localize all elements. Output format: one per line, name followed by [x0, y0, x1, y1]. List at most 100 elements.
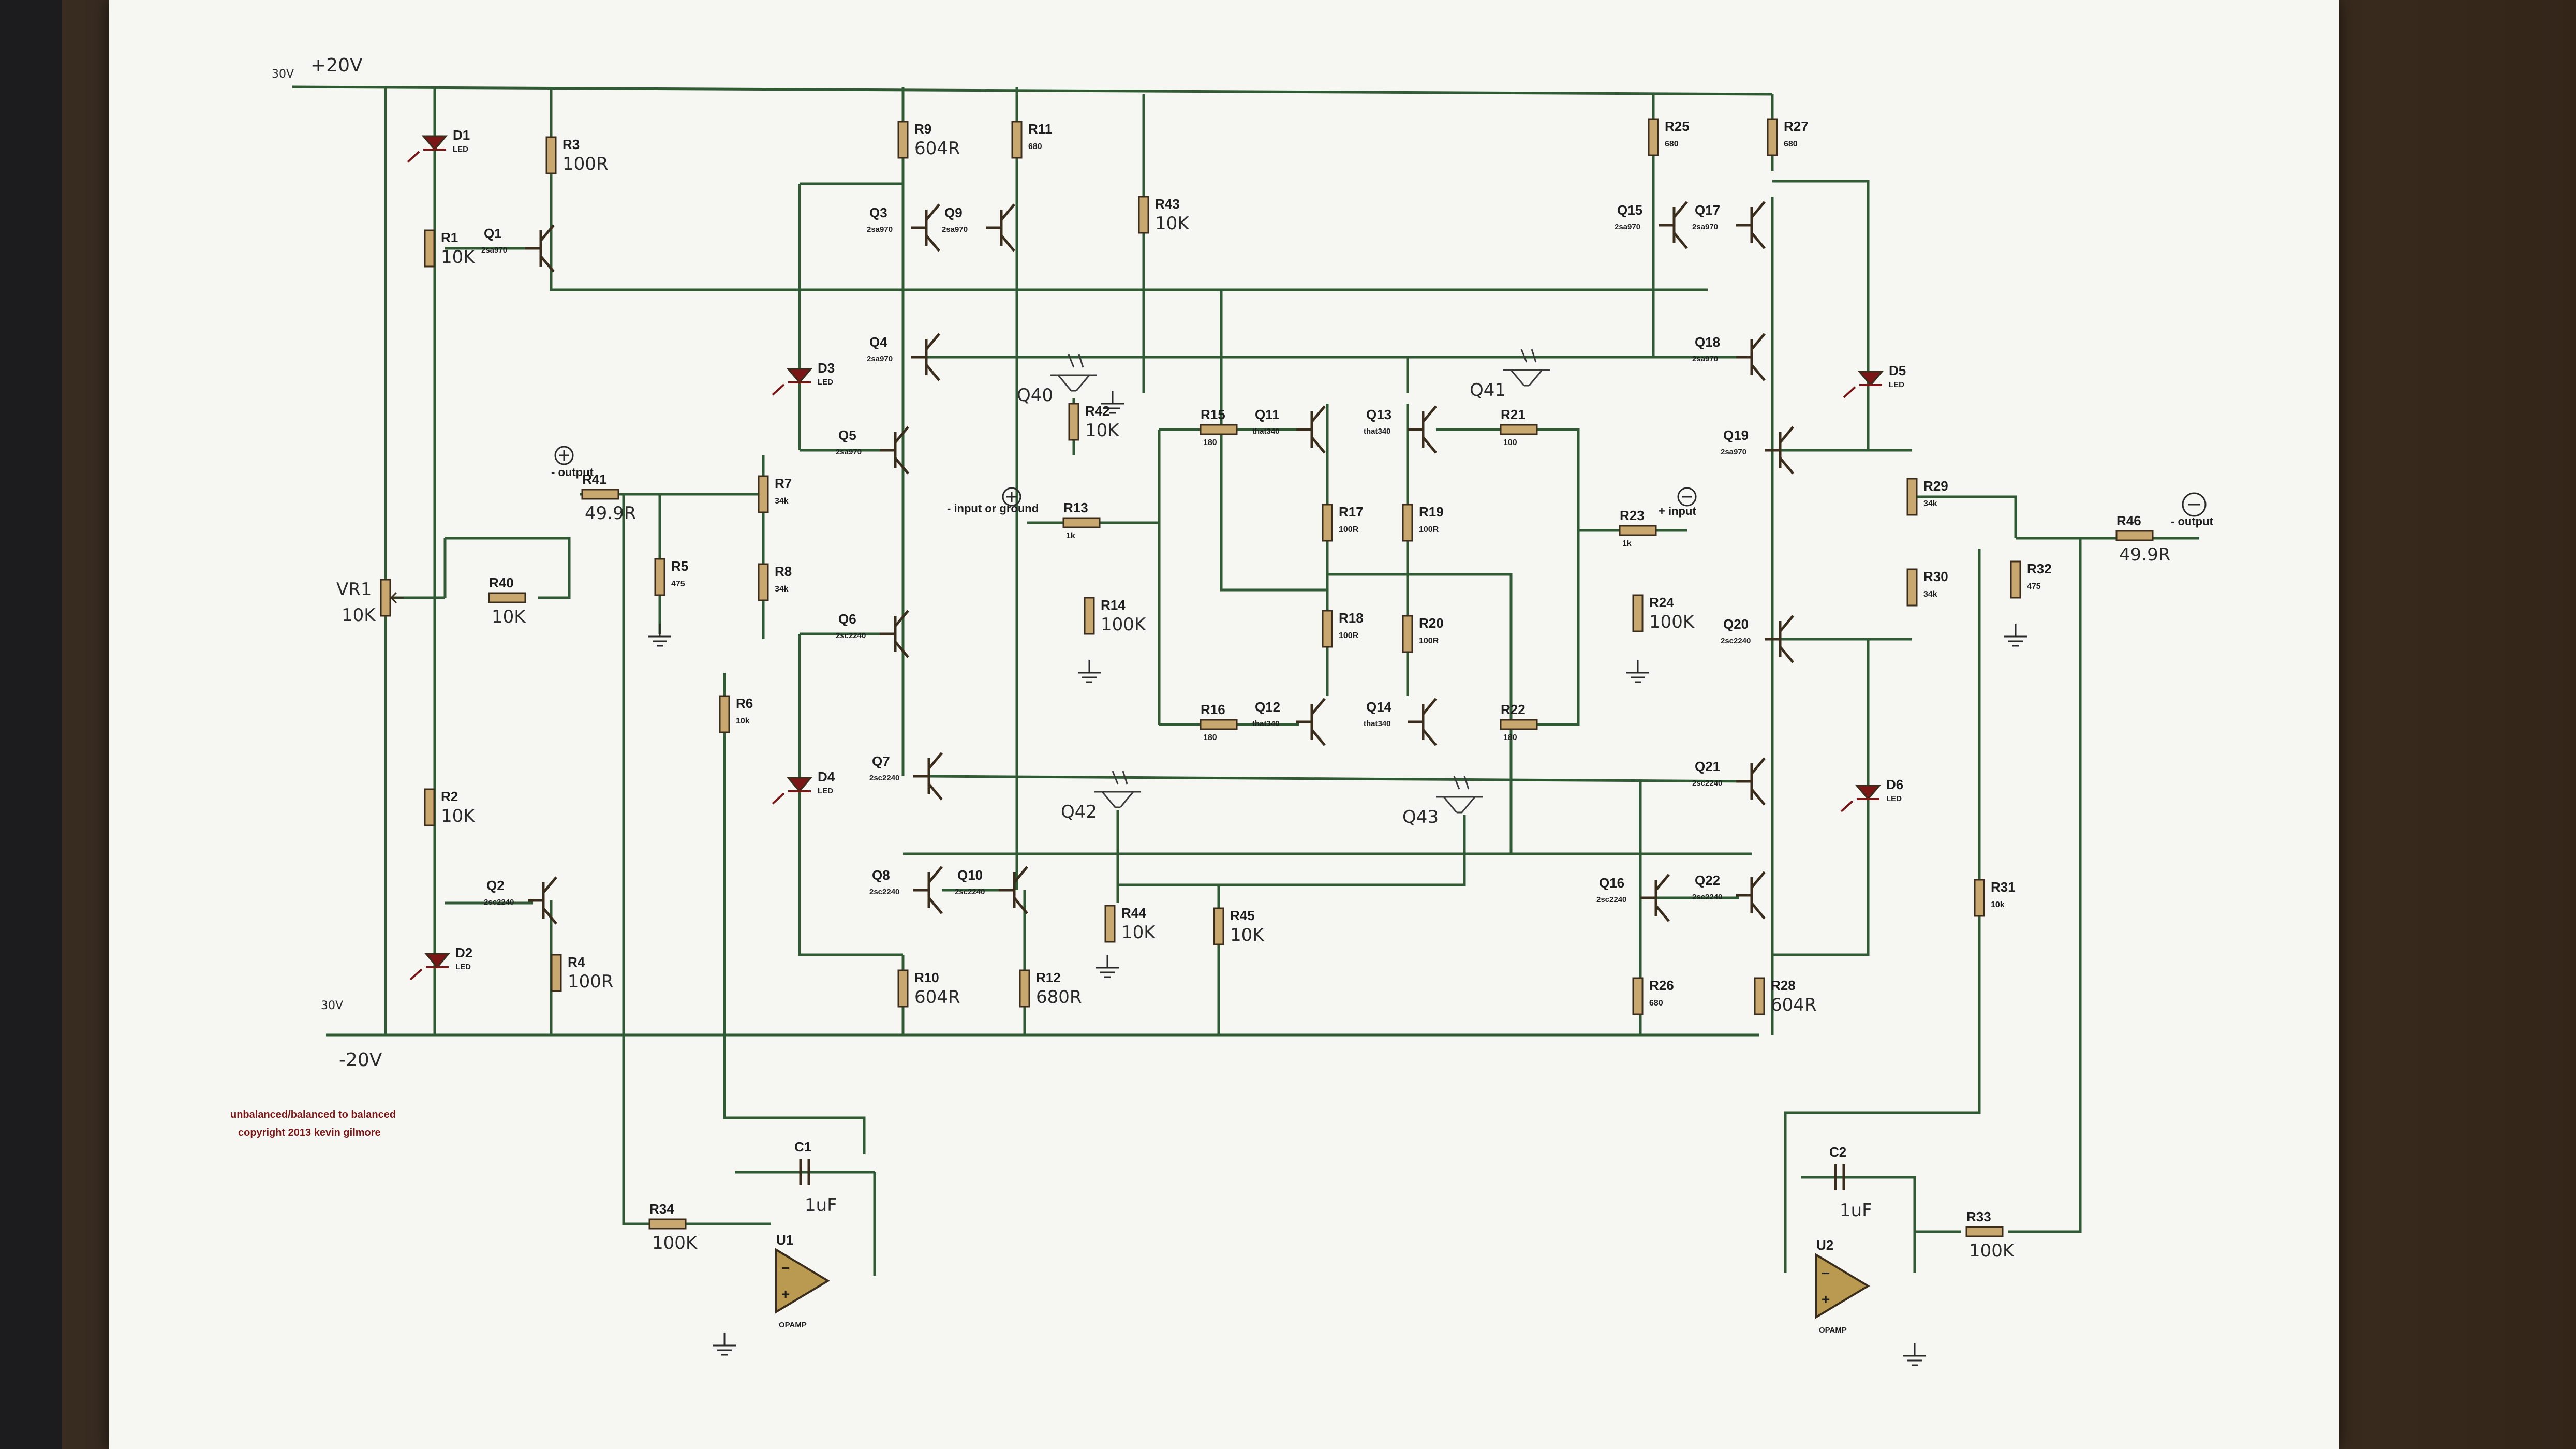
- opto-id: Q40: [1017, 385, 1053, 406]
- resistor-value: 100R: [1419, 637, 1439, 645]
- capacitor-value: 1uF: [1840, 1200, 1872, 1221]
- resistor-value: 10K: [1230, 925, 1265, 945]
- led-type: LED: [818, 787, 833, 795]
- transistor-part: that340: [1364, 719, 1391, 728]
- input-ground-label: - input or ground: [947, 502, 1039, 515]
- resistor-value: 34k: [775, 497, 789, 506]
- resistor-value: 604R: [914, 987, 960, 1008]
- opamp-inverting-sign: −: [1822, 1265, 1830, 1281]
- transistor-id: Q3: [869, 205, 887, 220]
- led-type: LED: [453, 145, 468, 154]
- transistor-part: that340: [1252, 427, 1280, 436]
- resistor-value: 34k: [775, 585, 789, 594]
- pot-value: 10K: [342, 605, 376, 626]
- resistor-id: R3: [562, 137, 580, 152]
- transistor-id: Q1: [484, 226, 502, 241]
- resistor-value: 100K: [1969, 1240, 2015, 1261]
- pos-rail-label: +20V: [310, 55, 363, 76]
- resistor-id: R8: [775, 564, 792, 579]
- opamp-noninverting-sign: +: [1822, 1291, 1830, 1307]
- output-minus-left-label: - output: [551, 466, 594, 479]
- transistor-part: 2sc2240: [1721, 637, 1751, 645]
- ground-symbol: [1626, 660, 1649, 683]
- resistor-value: 180: [1203, 733, 1217, 742]
- led-type: LED: [1886, 794, 1902, 803]
- resistor-id: R14: [1101, 597, 1126, 613]
- opto-q40: Q40: [1017, 354, 1097, 406]
- resistor-id: R32: [2027, 561, 2052, 576]
- opamp-type: OPAMP: [779, 1321, 807, 1329]
- resistor-value: 100K: [652, 1233, 698, 1253]
- resistor-value: 100R: [568, 971, 614, 992]
- opto-q42: Q42: [1061, 771, 1141, 822]
- resistor-id: R11: [1028, 121, 1052, 137]
- transistor-id: Q12: [1255, 699, 1280, 715]
- transistor-q14: Q14 that340: [1364, 698, 1437, 746]
- led-type: LED: [818, 378, 833, 387]
- resistor-value: 680: [1028, 142, 1042, 151]
- footer-title: unbalanced/balanced to balanced: [230, 1109, 396, 1120]
- ground-symbol: [1096, 955, 1119, 978]
- resistor-value: 180: [1503, 733, 1517, 742]
- resistor-id: R16: [1201, 702, 1225, 717]
- opamp-inverting-sign: −: [781, 1260, 790, 1276]
- resistor-id: R2: [441, 789, 458, 804]
- wire-network: [292, 85, 2199, 1276]
- opto-id: Q41: [1470, 380, 1506, 401]
- resistor-id: R40: [489, 575, 514, 590]
- ground-symbol: [1078, 660, 1101, 683]
- neg-rail-struck-label: 30V: [321, 999, 343, 1012]
- resistor-id: R1: [441, 230, 458, 245]
- opamp-noninverting-sign: +: [781, 1286, 790, 1302]
- transistor-id: Q21: [1695, 759, 1720, 774]
- opamp-type: OPAMP: [1819, 1326, 1847, 1335]
- resistor-value: 680: [1665, 140, 1679, 149]
- output-minus-right-label: - output: [2171, 515, 2214, 528]
- resistor-id: R42: [1085, 403, 1110, 419]
- transistor-id: Q22: [1695, 873, 1720, 888]
- resistor-id: R7: [775, 476, 792, 491]
- ground-symbol: [1101, 391, 1124, 414]
- resistor-value: 10K: [1155, 213, 1190, 234]
- transistor-part: 2sc2240: [869, 888, 899, 896]
- transistor-id: Q14: [1366, 699, 1392, 715]
- resistor-value: 475: [2027, 582, 2041, 591]
- resistor-value: 34k: [1923, 590, 1937, 599]
- transistor-part: 2sa970: [867, 354, 893, 363]
- opto-id: Q42: [1061, 802, 1097, 822]
- transistor-part: 2sc2240: [1692, 779, 1722, 788]
- transistor-part: 2sc2240: [869, 774, 899, 782]
- transistor-id: Q18: [1695, 334, 1720, 350]
- resistor-id: R44: [1121, 905, 1146, 921]
- opto-q43: Q43: [1402, 776, 1483, 827]
- resistor-r32: R32 475: [2010, 560, 2052, 599]
- transistor-id: Q9: [944, 205, 963, 220]
- transistor-part: 2sa970: [1692, 223, 1718, 231]
